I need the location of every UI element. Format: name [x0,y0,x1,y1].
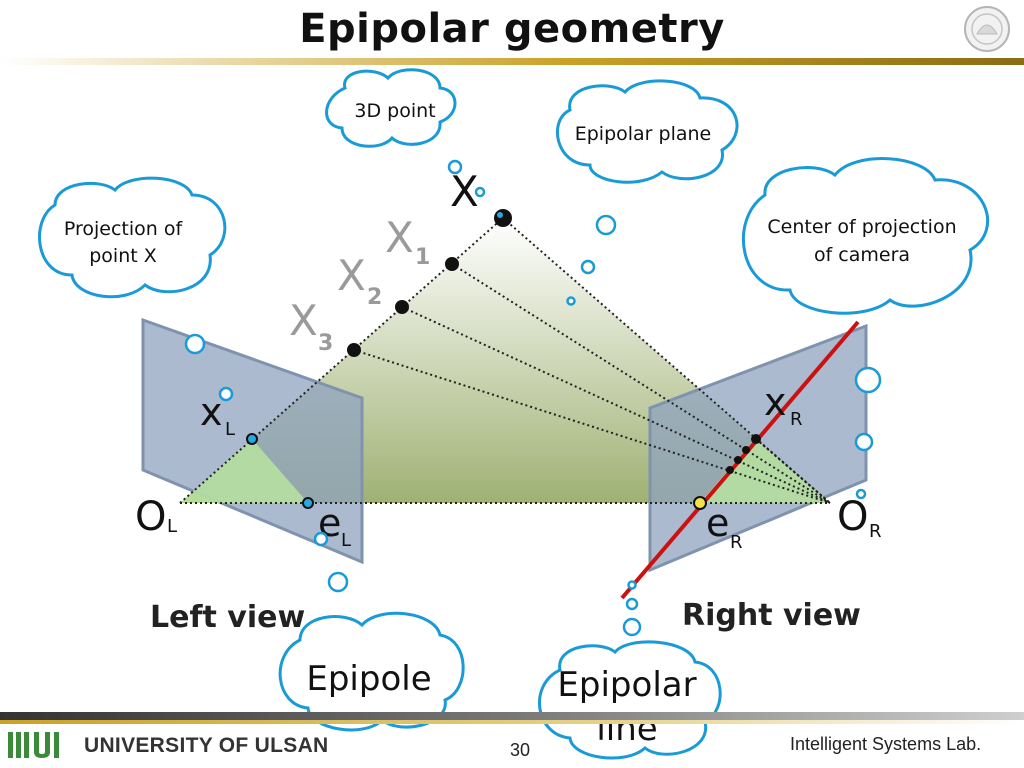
epipole-right [693,496,707,510]
label-x: X [450,167,479,216]
page-number: 30 [509,740,531,760]
label-or: O [837,494,868,540]
ray-x3-or [353,349,831,504]
callout-projection [38,176,227,299]
callout-epipolar-plane-text: Epipolar plane [575,123,712,145]
callout-epipolar-line-text-1: Epipolar [557,665,696,705]
label-x3: X [289,296,318,345]
title-underline [0,58,1024,65]
label-ol: O [135,494,166,540]
point-x2 [395,300,409,314]
callout-epipolar-plane [555,79,739,184]
callout-center-projection [741,157,989,315]
label-left-view: Left view [150,600,305,635]
callout-projection-text-1: Projection of [64,218,184,240]
label-x2: X [337,251,366,300]
callout-3d-point-text: 3D point [354,100,435,122]
svg-text:L: L [225,419,235,440]
epipole-left [302,497,314,509]
svg-text:R: R [790,409,803,430]
svg-text:1: 1 [415,245,430,270]
point-xr [751,434,761,444]
svg-text:L: L [167,516,177,537]
ray-xr-or [755,438,831,504]
university-logo-icon [8,732,59,758]
label-x1: X [385,213,414,262]
svg-text:3: 3 [318,331,333,356]
right-projection-triangle [700,439,830,503]
callout-epipole-text: Epipole [306,659,431,699]
svg-text:R: R [869,521,882,542]
svg-text:L: L [341,530,351,551]
label-xl: x [200,390,223,434]
university-name: UNIVERSITY OF ULSAN [84,734,329,757]
slide-title: Epipolar geometry [299,6,725,52]
ray-ol-x [179,217,504,504]
ray-x2-or [401,306,831,504]
callout-projection-text-2: point X [89,245,157,267]
callout-epipole [278,611,465,732]
callout-center-text-1: Center of projection [767,216,956,238]
point-x [494,209,512,227]
point-xl [246,433,258,445]
label-right-view: Right view [682,598,861,633]
left-projection-triangle [180,439,308,503]
svg-text:2: 2 [367,285,382,310]
point-x3 [347,343,361,357]
lab-name: Intelligent Systems Lab. [790,734,982,754]
callout-3d-point [325,68,457,148]
footer-accent-line [0,720,1024,724]
point-x1 [445,257,459,271]
label-xr: x [764,380,787,424]
university-seal-icon [964,6,1010,52]
svg-text:R: R [730,532,743,553]
footer-line [0,712,1024,720]
callout-center-text-2: of camera [814,244,910,266]
label-er: e [706,501,729,545]
